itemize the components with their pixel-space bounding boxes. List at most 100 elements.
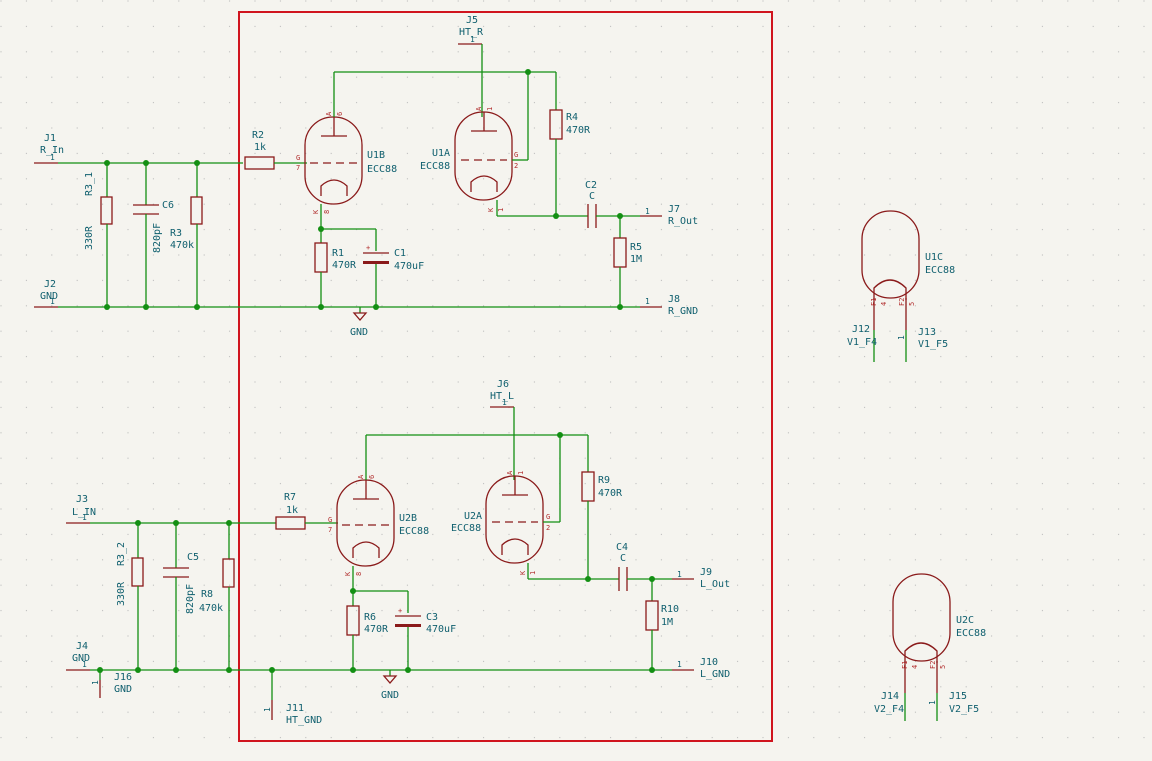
j14-ref: J14 bbox=[881, 691, 899, 702]
svg-text:1: 1 bbox=[50, 297, 55, 306]
j12-value: V1_F4 bbox=[847, 337, 877, 348]
r10-value: 1M bbox=[661, 617, 673, 628]
svg-text:7: 7 bbox=[296, 164, 300, 172]
j3-ref: J3 bbox=[76, 494, 88, 505]
j6-ref: J6 bbox=[497, 379, 509, 390]
heater-u1c: F1 4 F2 5 U1C ECC88 J12 V1_F4 J13 V1_F5 … bbox=[847, 210, 955, 362]
r3-2-ref: R3_2 bbox=[116, 542, 127, 566]
svg-text:1: 1 bbox=[497, 208, 505, 212]
j10-ref: J10 bbox=[700, 657, 718, 668]
c1-ref: C1 bbox=[394, 248, 406, 259]
amplifier-boundary bbox=[238, 11, 773, 742]
svg-text:2: 2 bbox=[546, 524, 550, 532]
r4-ref: R4 bbox=[566, 112, 578, 123]
svg-text:G: G bbox=[546, 513, 550, 521]
j2-value: GND bbox=[40, 291, 58, 302]
r3-2-value: 330R bbox=[116, 581, 127, 606]
r6-ref: R6 bbox=[364, 612, 376, 623]
r3-ref: R3 bbox=[170, 228, 182, 239]
u1c-value: ECC88 bbox=[925, 265, 955, 276]
j4-value: GND bbox=[72, 653, 90, 664]
r9-value: 470R bbox=[598, 488, 623, 499]
c5-ref: C5 bbox=[187, 552, 199, 563]
j13-value: V1_F5 bbox=[918, 339, 948, 350]
u2c-ref: U2C bbox=[956, 615, 974, 626]
c4-ref: C4 bbox=[616, 542, 628, 553]
svg-text:1: 1 bbox=[677, 570, 682, 579]
c6-ref: C6 bbox=[162, 200, 174, 211]
svg-text:8: 8 bbox=[355, 572, 363, 576]
r5-ref: R5 bbox=[630, 242, 642, 253]
svg-text:A: A bbox=[506, 470, 514, 475]
svg-text:A: A bbox=[357, 474, 365, 479]
j16-ref: J16 bbox=[114, 672, 132, 683]
svg-text:6: 6 bbox=[336, 112, 344, 116]
svg-text:K: K bbox=[344, 571, 352, 576]
svg-text:1: 1 bbox=[82, 660, 87, 669]
svg-text:F1: F1 bbox=[870, 298, 878, 306]
c4-value: C bbox=[620, 553, 626, 564]
r3-value: 470k bbox=[170, 240, 194, 251]
c1-value: 470uF bbox=[394, 261, 424, 272]
r4-value: 470R bbox=[566, 125, 591, 136]
r7-ref: R7 bbox=[284, 492, 296, 503]
svg-text:8: 8 bbox=[323, 210, 331, 214]
left-channel: J3 L_IN 1 J4 GND 1 1 J16 GND R3_2 330R C… bbox=[66, 379, 730, 726]
r3-1-ref: R3_1 bbox=[84, 172, 95, 196]
r9-ref: R9 bbox=[598, 475, 610, 486]
svg-text:1: 1 bbox=[82, 513, 87, 522]
j16-value: GND bbox=[114, 684, 132, 695]
r10-ref: R10 bbox=[661, 604, 679, 615]
heater-u2c: F1 4 F2 5 U2C ECC88 J14 V2_F4 J15 V2_F5 … bbox=[874, 573, 986, 721]
svg-text:K: K bbox=[312, 209, 320, 214]
svg-text:1: 1 bbox=[263, 707, 272, 712]
svg-text:1: 1 bbox=[470, 35, 475, 44]
svg-text:+: + bbox=[366, 244, 370, 252]
j15-ref: J15 bbox=[949, 691, 967, 702]
r8-ref: R8 bbox=[201, 589, 213, 600]
svg-text:K: K bbox=[487, 207, 495, 212]
j8-value: R_GND bbox=[668, 306, 698, 317]
svg-text:1: 1 bbox=[677, 660, 682, 669]
svg-text:1: 1 bbox=[517, 471, 525, 475]
svg-text:5: 5 bbox=[908, 302, 916, 306]
u2a-value: ECC88 bbox=[451, 523, 481, 534]
svg-text:G: G bbox=[296, 154, 300, 162]
svg-text:1: 1 bbox=[645, 207, 650, 216]
u1c-ref: U1C bbox=[925, 252, 943, 263]
svg-text:6: 6 bbox=[368, 475, 376, 479]
j14-value: V2_F4 bbox=[874, 704, 904, 715]
svg-text:G: G bbox=[328, 516, 332, 524]
j8-ref: J8 bbox=[668, 294, 680, 305]
j7-value: R_Out bbox=[668, 216, 698, 227]
j1-ref: J1 bbox=[44, 133, 56, 144]
c5-value: 820pF bbox=[185, 584, 196, 614]
svg-text:5: 5 bbox=[939, 665, 947, 669]
r2-value: 1k bbox=[254, 142, 266, 153]
u1b-ref: U1B bbox=[367, 150, 385, 161]
svg-text:7: 7 bbox=[328, 526, 332, 534]
svg-text:1: 1 bbox=[91, 680, 100, 685]
svg-text:1: 1 bbox=[928, 700, 937, 705]
j9-value: L_Out bbox=[700, 579, 730, 590]
c3-value: 470uF bbox=[426, 624, 456, 635]
r3-1-value: 330R bbox=[84, 225, 95, 250]
j1-value: R_In bbox=[40, 145, 64, 156]
j10-value: L_GND bbox=[700, 669, 730, 680]
u2b-value: ECC88 bbox=[399, 526, 429, 537]
svg-text:A: A bbox=[475, 106, 483, 111]
gnd-bottom-label: GND bbox=[381, 690, 399, 701]
u1a-value: ECC88 bbox=[420, 161, 450, 172]
svg-text:2: 2 bbox=[514, 162, 518, 170]
r1-ref: R1 bbox=[332, 248, 344, 259]
j12-ref: J12 bbox=[852, 324, 870, 335]
svg-text:F2: F2 bbox=[929, 661, 937, 669]
j15-value: V2_F5 bbox=[949, 704, 979, 715]
j3-value: L_IN bbox=[72, 507, 96, 518]
j7-ref: J7 bbox=[668, 204, 680, 215]
j2-ref: J2 bbox=[44, 279, 56, 290]
j11-value: HT_GND bbox=[286, 715, 322, 726]
c3-ref: C3 bbox=[426, 612, 438, 623]
svg-text:1: 1 bbox=[50, 153, 55, 162]
r8-value: 470k bbox=[199, 603, 223, 614]
